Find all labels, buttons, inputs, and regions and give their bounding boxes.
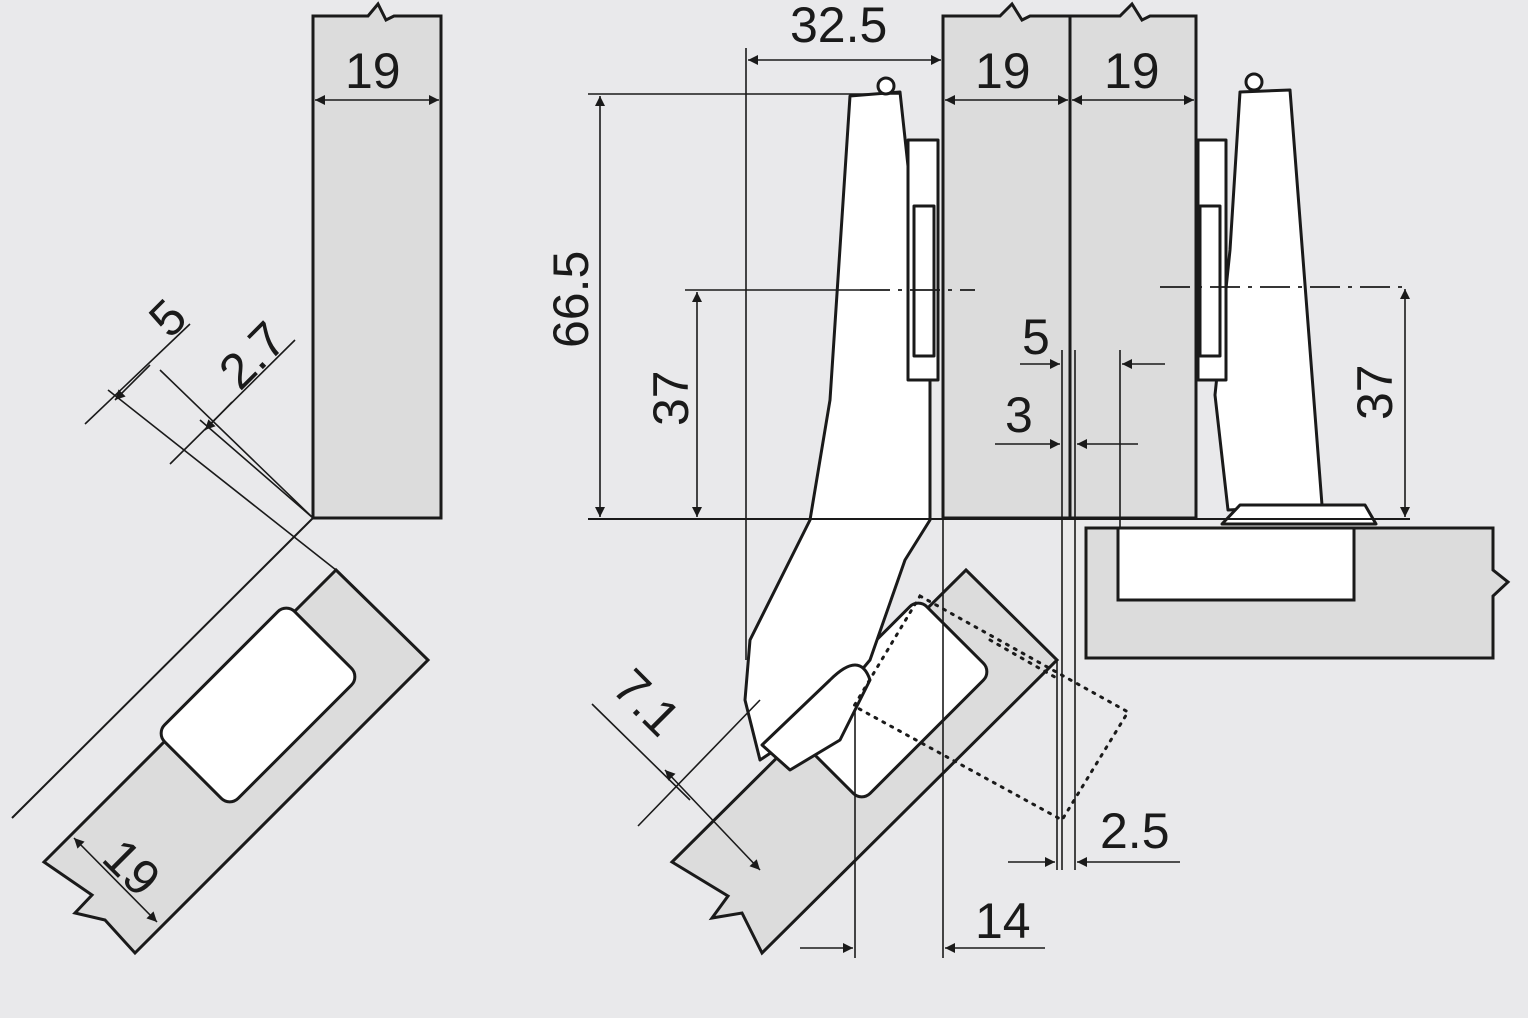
hinge-arm-right bbox=[1213, 88, 1324, 512]
dim-7-1-leader-b bbox=[637, 699, 761, 827]
right-detail: 32.5 19 19 66.5 37 5 3 37 7.1 2.5 14 bbox=[543, 0, 1511, 958]
hinge-cup-angled bbox=[760, 663, 872, 772]
gap-5-label: 5 bbox=[1022, 309, 1050, 365]
hinge-plate-left-inner bbox=[912, 204, 936, 358]
left-panel-thickness-label: 19 bbox=[345, 43, 401, 99]
hinge-base-right bbox=[1220, 503, 1378, 526]
height-37-left-label: 37 bbox=[643, 370, 699, 426]
left-diag-2-7-label: 2.7 bbox=[208, 311, 297, 400]
offset-14-label: 14 bbox=[975, 893, 1031, 949]
left-dim-5-arrow bbox=[114, 364, 151, 401]
hinge-pivot-right bbox=[1244, 72, 1264, 92]
side-panel bbox=[1068, 1, 1198, 520]
side-thickness-label: 19 bbox=[1104, 43, 1160, 99]
left-detail: 19 5 2.7 19 bbox=[11, 1, 443, 956]
left-diagonal-line-b bbox=[159, 369, 314, 519]
height-37-right-label: 37 bbox=[1347, 364, 1403, 420]
dim-7-1 bbox=[664, 769, 761, 871]
left-diag-5-label: 5 bbox=[138, 289, 197, 348]
left-dim-19-bottom bbox=[73, 837, 158, 923]
top-32-5-label: 32.5 bbox=[790, 0, 887, 53]
horizontal-cup-recess bbox=[1116, 526, 1356, 602]
left-diagonal-line-c bbox=[199, 419, 314, 519]
left-cup-recess bbox=[159, 606, 357, 804]
left-outer-line bbox=[11, 517, 314, 819]
hinge-plate-right-inner bbox=[1198, 204, 1222, 358]
left-dim-5-leader bbox=[84, 323, 191, 425]
left-dim-2-7-arrow bbox=[204, 401, 233, 431]
left-vertical-panel bbox=[311, 1, 443, 520]
offset-2-5-label: 2.5 bbox=[1100, 803, 1170, 859]
offset-7-1-label: 7.1 bbox=[602, 658, 691, 747]
hinge-pivot-left bbox=[876, 76, 896, 96]
door-thickness-label: 19 bbox=[975, 43, 1031, 99]
left-dim-2-7-leader bbox=[169, 339, 296, 465]
left-diagonal-line-a bbox=[107, 389, 337, 571]
height-66-5-label: 66.5 bbox=[543, 251, 599, 348]
gap-3-label: 3 bbox=[1005, 387, 1033, 443]
